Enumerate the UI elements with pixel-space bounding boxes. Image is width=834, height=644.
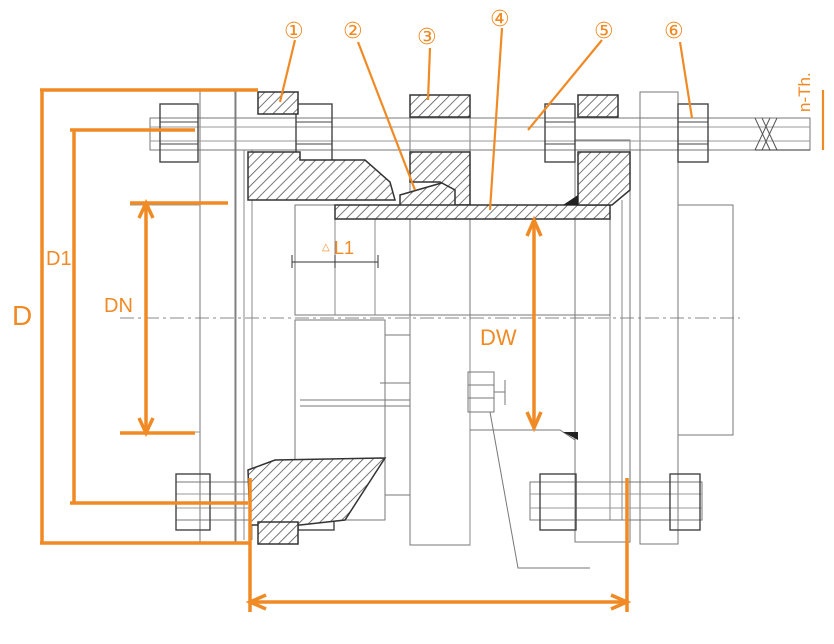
dimension-lines: [40, 27, 825, 612]
label-dw: DW: [480, 325, 517, 350]
label-thread: n-Th.: [795, 72, 814, 112]
label-dn: DN: [104, 295, 133, 317]
dimension-labels: D D1 DN DW △ L1 n-Th.: [12, 72, 814, 350]
label-d: D: [12, 300, 32, 331]
callout-5: ⑤: [594, 19, 614, 44]
label-l1-prefix: △: [322, 242, 330, 253]
callout-3: ③: [417, 25, 437, 50]
label-d1: D1: [46, 248, 72, 270]
callout-labels: ① ② ③ ④ ⑤ ⑥: [284, 7, 684, 50]
callout-6: ⑥: [664, 19, 684, 44]
callout-2: ②: [343, 19, 363, 44]
label-l1: L1: [334, 238, 354, 258]
callout-1: ①: [284, 19, 304, 44]
callout-4: ④: [490, 7, 510, 32]
hatched-sections: [247, 91, 631, 545]
